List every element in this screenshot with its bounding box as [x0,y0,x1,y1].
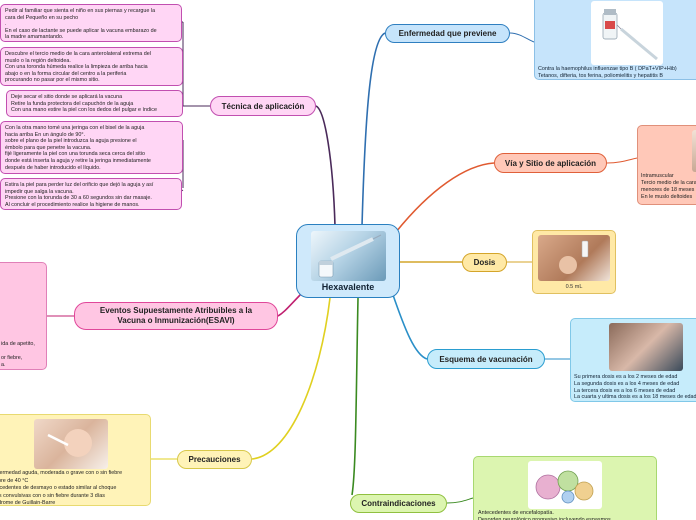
tecnica-step-3: Deje secar el sitio donde se aplicará la… [6,90,183,117]
branch-esquema[interactable]: Esquema de vacunación [427,349,545,369]
thermometer-icon [47,429,92,457]
tecnica-step-5: Estira la piel para perder luz del orifi… [0,178,182,210]
via-text: Intramuscular Tercio medio de la cara me… [641,173,696,200]
connector-tecnica [315,105,336,227]
branch-tecnica[interactable]: Técnica de aplicación [210,96,316,116]
sick-child-image [34,419,108,469]
branch-esavi[interactable]: Eventos Supuestamente Atribuibles a la V… [74,302,278,330]
esavi-text: ida de apetito, or fiebre, a. [1,341,35,368]
esquema-text: Su primera dosis es a los 2 meses de eda… [574,374,696,401]
via-card: Intramuscular Tercio medio de la cara me… [637,125,696,205]
tecnica-step-1: Pedir al familiar que sienta el niño en … [0,4,182,42]
esavi-card: ida de apetito, or fiebre, a. [0,262,47,370]
center-vaccine-image [311,231,386,281]
virus-cells-image [528,461,602,509]
dropper-icon [559,240,589,274]
vial-icon [602,9,658,61]
branch-contra[interactable]: Contraindicaciones [350,494,447,513]
contra-card: Antecedentes de encefalopatía. Desorden … [473,456,657,520]
connector-via [395,162,495,233]
branch-precauciones[interactable]: Precauciones [177,450,252,469]
dosis-label: 0.5 mL [565,284,583,290]
tecnica-step-4: Con la otra mano tomé una jeringa con el… [0,121,183,174]
enfermedad-card: Contra la haemophilus influenzae tipo B … [534,0,696,80]
enfermedad-text: Contra la haemophilus influenzae tipo B … [538,66,677,79]
connector-esquema [391,291,428,360]
branch-enfermedad[interactable]: Enfermedad que previene [385,24,510,43]
infant-vaccination-image [609,323,683,371]
precauciones-text: nfermedad aguda, moderada o grave con o … [0,470,123,507]
contra-text: Antecedentes de encefalopatía. Desorden … [478,510,611,520]
branch-via[interactable]: Vía y Sitio de aplicación [494,153,607,173]
oral-dose-image [538,235,610,281]
connector-enfermedad [361,32,386,227]
center-title: Hexavalente [321,282,375,292]
precauciones-card: nfermedad aguda, moderada o grave con o … [0,414,151,506]
syringe-icon [318,234,382,278]
cells-icon [535,470,594,504]
tecnica-step-2: Descubre el tercio medio de la cara ante… [0,47,183,86]
injection-site-image [692,130,696,172]
connector-precauciones [251,297,331,460]
branch-dosis[interactable]: Dosis [462,253,507,272]
dosis-card: 0.5 mL [532,230,616,294]
connector-contra [351,297,359,496]
vaccine-vial-image [591,1,663,65]
esquema-card: Su primera dosis es a los 2 meses de eda… [570,318,696,402]
center-node[interactable]: Hexavalente [296,224,400,298]
